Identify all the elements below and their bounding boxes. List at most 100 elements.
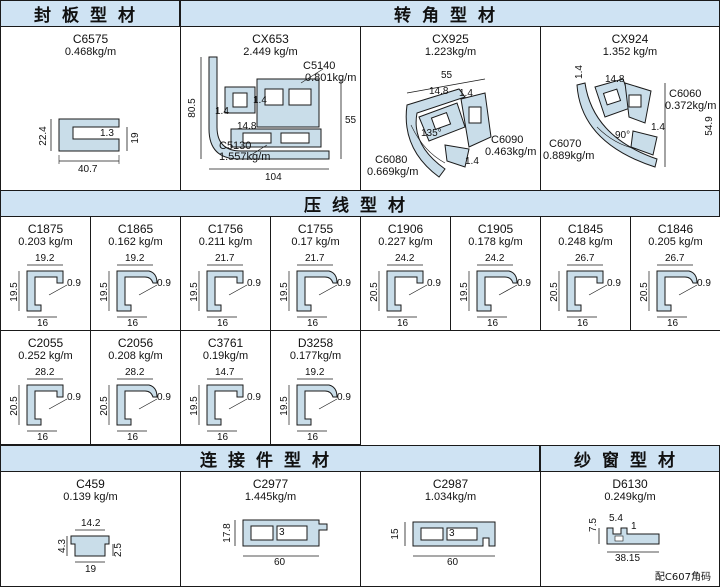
- profile-drawing-c1905: [468, 264, 518, 318]
- dim-label: 80.5: [187, 98, 198, 118]
- dim-label: 15: [390, 528, 401, 540]
- dim-label: 16: [127, 432, 139, 443]
- sub-profile-weight: 0.372kg/m: [665, 100, 717, 112]
- dim-label: 26.7: [575, 253, 595, 264]
- dim-label: 1.4: [459, 88, 473, 99]
- sub-profile-code: C6080: [375, 154, 408, 166]
- dim-label: 16: [37, 432, 49, 443]
- dim-label: 14.8: [605, 74, 625, 85]
- profile-code: C1865: [117, 222, 154, 236]
- profile-code: D3258: [297, 336, 334, 350]
- dim-label: 104: [265, 172, 282, 183]
- dim-label: 21.7: [305, 253, 325, 264]
- dim-label: 17.8: [222, 523, 233, 543]
- profile-drawing-c2987: [404, 521, 496, 557]
- profile-code: C1906: [387, 222, 424, 236]
- profile-code: C1755: [297, 222, 334, 236]
- profile-drawing-c1756: [198, 264, 248, 318]
- profile-drawing-cx925: [405, 78, 492, 178]
- profile-drawing-c1845: [558, 264, 608, 318]
- dim-label: 19.5: [9, 282, 20, 302]
- dim-label: 0.9: [67, 392, 81, 403]
- dim-label: 19.2: [305, 367, 325, 378]
- dim-label: 38.15: [615, 553, 641, 564]
- profile-drawing-c2055: [18, 378, 68, 432]
- sub-profile-code: C6060: [669, 88, 702, 100]
- dim-label: 135°: [421, 128, 442, 139]
- dim-label: 7.5: [588, 518, 599, 532]
- dim-label: 24.2: [485, 253, 505, 264]
- profile-code: CX653: [252, 32, 289, 46]
- dim-label: 19.5: [279, 396, 290, 416]
- profile-code: CX925: [432, 32, 469, 46]
- section-header-screen: 纱窗型材: [540, 445, 720, 472]
- section-header-connector: 连接件型材: [0, 445, 540, 472]
- dim-label: 21.7: [215, 253, 235, 264]
- profile-code: C459: [76, 477, 105, 491]
- dim-label: 14.2: [81, 518, 101, 529]
- profile-weight: 1.223kg/m: [424, 46, 477, 58]
- dim-label: 1: [631, 521, 637, 532]
- profile-weight: 0.468kg/m: [64, 46, 117, 58]
- dim-label: 16: [217, 318, 229, 329]
- profile-code: C2987: [432, 477, 469, 491]
- dim-label: 19: [85, 564, 97, 575]
- dim-label: 0.9: [337, 278, 351, 289]
- profile-weight: 0.208 kg/m: [108, 350, 163, 362]
- dim-label: 19.2: [35, 253, 55, 264]
- dim-label: 19.5: [189, 396, 200, 416]
- profile-card-cx925: CX925 1.223kg/m 55 14.8 1.4 135° 1.4 C60…: [360, 26, 541, 191]
- dim-label: 19: [130, 132, 141, 144]
- dim-label: 14.8: [237, 121, 257, 132]
- dim-label: 3: [449, 528, 455, 539]
- profile-card-c6575: C6575 0.468kg/m 22.4 1.3 19 40.7: [0, 26, 181, 191]
- dim-label: 0.9: [247, 278, 261, 289]
- profile-code: D6130: [612, 477, 648, 491]
- sub-profile-code: C6070: [549, 138, 582, 150]
- dim-label: 20.5: [369, 282, 380, 302]
- dim-label: 1.4: [465, 156, 479, 167]
- dim-label: 1.4: [574, 65, 585, 79]
- profile-code: C3761: [207, 336, 244, 350]
- dim-label: 19.2: [125, 253, 145, 264]
- dim-label: 60: [274, 557, 286, 568]
- profile-code: C1875: [27, 222, 64, 236]
- dim-label: 0.9: [517, 278, 531, 289]
- profile-drawing-d6130: [598, 527, 660, 553]
- profile-drawing-c1846: [648, 264, 698, 318]
- dim-label: 19.5: [189, 282, 200, 302]
- dim-label: 1.3: [100, 128, 114, 139]
- dim-label: 40.7: [78, 164, 98, 175]
- dim-label: 55: [441, 70, 453, 81]
- profile-drawing-c1906: [378, 264, 428, 318]
- dim-label: 20.5: [639, 282, 650, 302]
- profile-weight: 0.249kg/m: [604, 491, 656, 503]
- dim-label: 26.7: [665, 253, 685, 264]
- dim-label: 16: [127, 318, 139, 329]
- dim-label: 0.9: [427, 278, 441, 289]
- dim-label: 16: [37, 318, 49, 329]
- profile-weight: 0.203 kg/m: [18, 236, 73, 248]
- profile-weight: 0.178 kg/m: [468, 236, 523, 248]
- dim-label: 19.5: [99, 282, 110, 302]
- dim-label: 16: [667, 318, 679, 329]
- dim-label: 16: [217, 432, 229, 443]
- profile-drawing-c3761: [198, 378, 248, 432]
- sub-profile-weight: 0.801kg/m: [305, 72, 357, 84]
- dim-label: 20.5: [99, 396, 110, 416]
- footnote: 配C607角码: [654, 572, 711, 583]
- dim-label: 3: [279, 527, 285, 538]
- profile-drawing-cx924: [576, 78, 666, 168]
- dim-label: 19.5: [459, 282, 470, 302]
- profile-drawing-d3258: [288, 378, 338, 432]
- dim-label: 2.5: [113, 543, 124, 557]
- dim-label: 16: [487, 318, 499, 329]
